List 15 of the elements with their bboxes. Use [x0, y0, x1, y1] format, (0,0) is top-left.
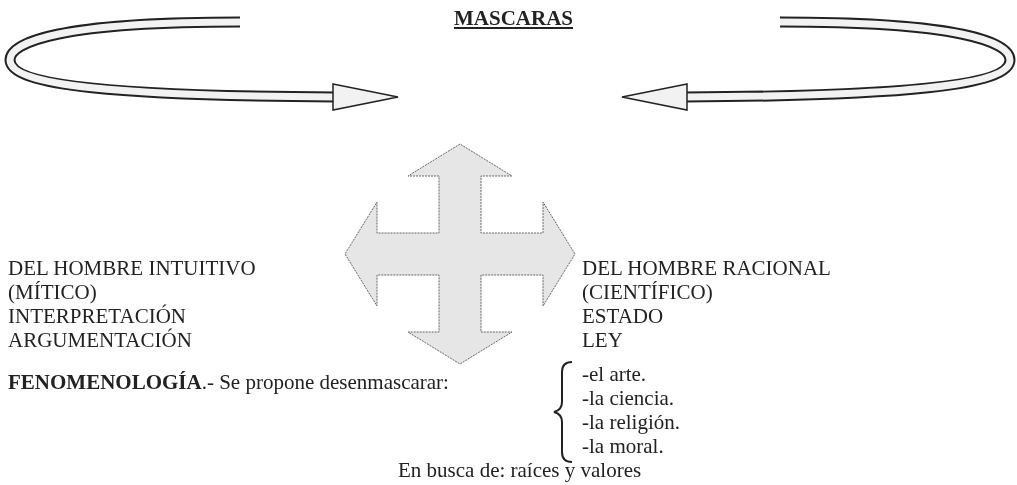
text-line: DEL HOMBRE INTUITIVO	[8, 256, 256, 280]
list-item: -el arte.	[582, 362, 647, 386]
heading: MASCARAS	[454, 6, 573, 30]
text-line: LEY	[582, 328, 623, 352]
text-line: ESTADO	[582, 304, 664, 328]
text-line: ARGUMENTACIÓN	[8, 328, 192, 352]
list-item: -la religión.	[582, 410, 680, 434]
list-item: -la ciencia.	[582, 386, 675, 410]
text-line: (CIENTÍFICO)	[582, 280, 713, 304]
sentence: En busca de: raíces y valores	[398, 458, 642, 482]
text-line: INTERPRETACIÓN	[8, 304, 186, 328]
text-line: DEL HOMBRE RACIONAL	[582, 256, 831, 280]
text-line: (MÍTICO)	[8, 280, 97, 304]
list-item: -la moral.	[582, 434, 664, 458]
sentence: FENOMENOLOGÍA.- Se propone desenmascarar:	[8, 370, 449, 394]
